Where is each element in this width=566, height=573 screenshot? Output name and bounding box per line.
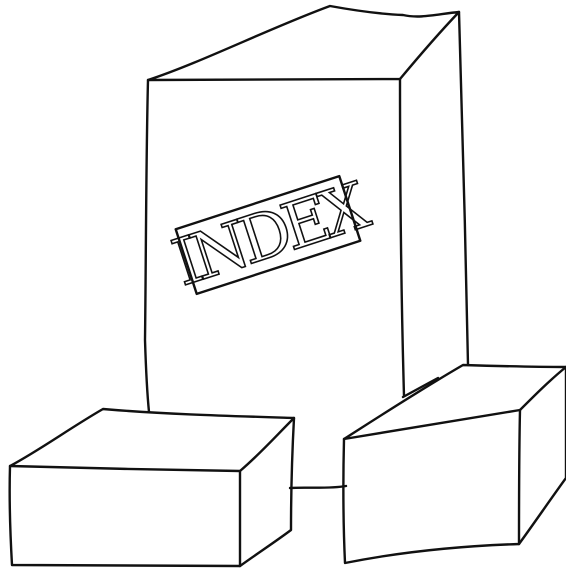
connector-line	[290, 486, 346, 488]
right-block-front-face	[343, 410, 520, 563]
left-block-front-face	[10, 466, 240, 566]
left-block-top-face	[10, 409, 294, 471]
index-block-side-face	[403, 12, 468, 397]
index-block-top-face	[148, 6, 459, 80]
left-block	[10, 409, 294, 566]
right-block-side-face	[519, 367, 566, 544]
index-label-plate: INDEX	[164, 169, 378, 302]
left-block-side-face	[240, 418, 294, 566]
index-label-text: INDEX	[164, 169, 378, 302]
right-block	[343, 365, 566, 563]
right-block-top-face	[344, 365, 566, 439]
